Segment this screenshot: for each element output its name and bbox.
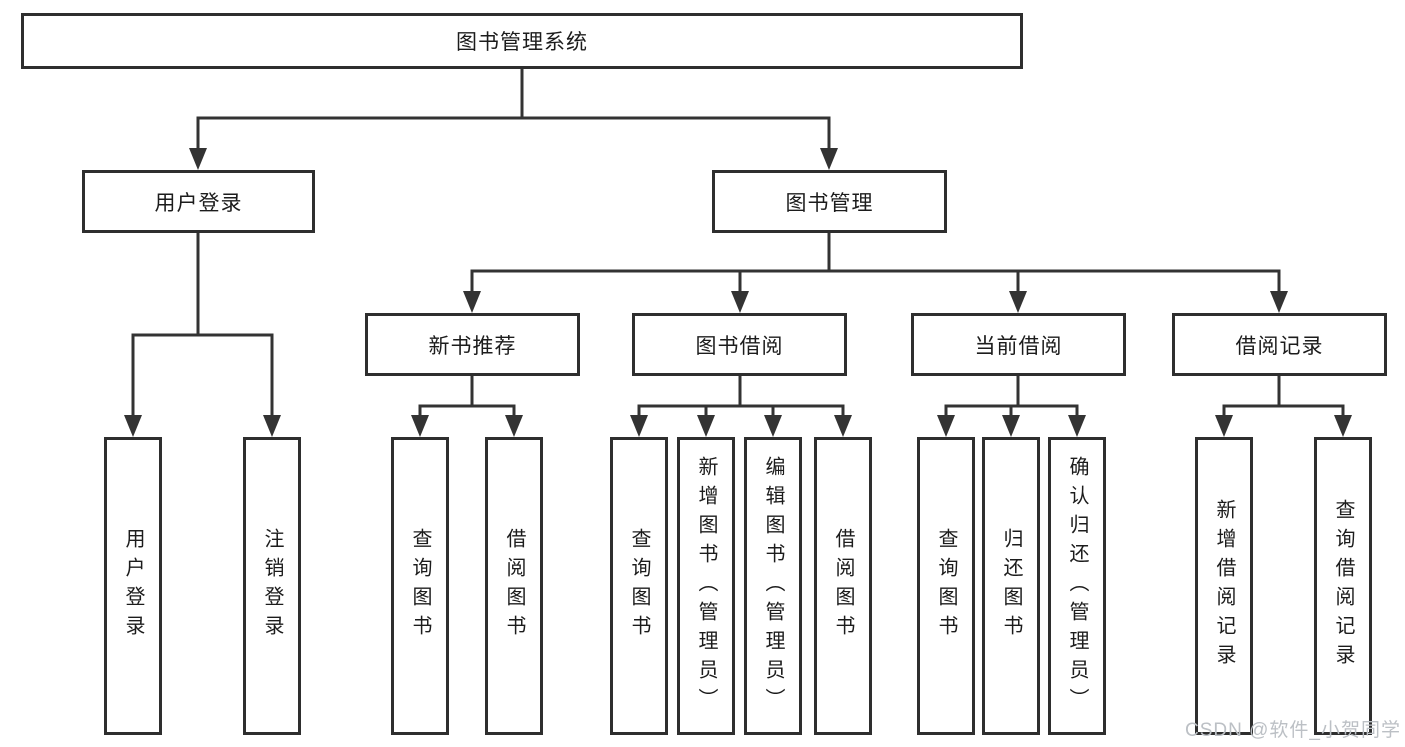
connector-root-to-level2 xyxy=(196,66,831,152)
leaf-user-login: 用户登录 xyxy=(104,437,162,735)
leaf-query-books-borrow: 查询图书 xyxy=(610,437,668,735)
leaf-add-borrow-record: 新增借阅记录 xyxy=(1195,437,1253,735)
leaf-borrow-books-recommend: 借阅图书 xyxy=(485,437,543,735)
leaf-query-books-recommend: 查询图书 xyxy=(391,437,449,735)
leaf-edit-books-admin: 编辑图书（管理员） xyxy=(744,437,802,735)
leaf-add-books-admin: 新增图书（管理员） xyxy=(677,437,735,735)
connector-current-borrow-group xyxy=(944,374,1079,420)
csdn-watermark: CSDN @软件_小贺同学 xyxy=(1185,720,1401,741)
node-book-management: 图书管理 xyxy=(712,170,947,233)
node-library-management-system: 图书管理系统 xyxy=(21,13,1023,69)
connector-new-book-group xyxy=(418,374,516,420)
leaf-query-borrow-record: 查询借阅记录 xyxy=(1314,437,1372,735)
connector-user-login-group xyxy=(131,231,274,420)
node-user-login: 用户登录 xyxy=(82,170,315,233)
node-new-book-recommend: 新书推荐 xyxy=(365,313,580,376)
leaf-query-books-current: 查询图书 xyxy=(917,437,975,735)
node-book-borrow: 图书借阅 xyxy=(632,313,847,376)
connector-book-borrow-group xyxy=(637,374,845,420)
connector-book-management-to-level3 xyxy=(470,231,1281,295)
arrowheads xyxy=(124,148,1352,437)
node-borrow-records: 借阅记录 xyxy=(1172,313,1387,376)
connector-borrow-record-group xyxy=(1222,374,1345,420)
leaf-return-books: 归还图书 xyxy=(982,437,1040,735)
leaf-confirm-return-admin: 确认归还（管理员） xyxy=(1048,437,1106,735)
node-current-borrow: 当前借阅 xyxy=(911,313,1126,376)
leaf-logout: 注销登录 xyxy=(243,437,301,735)
leaf-borrow-books-borrow: 借阅图书 xyxy=(814,437,872,735)
